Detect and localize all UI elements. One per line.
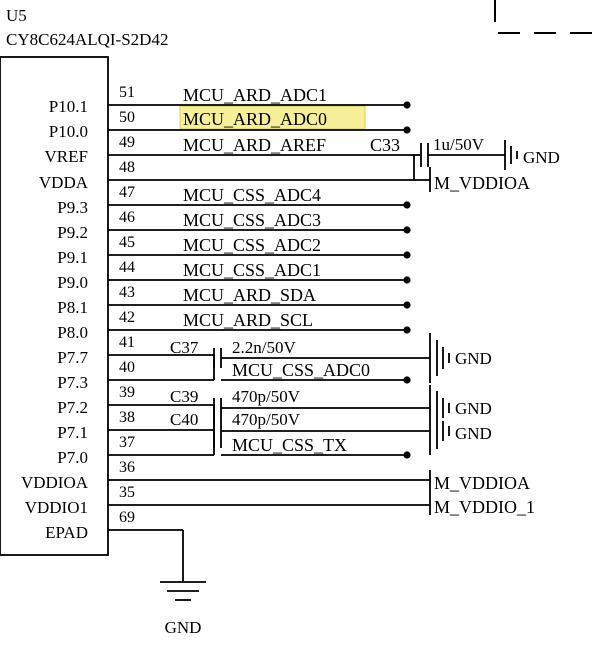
pin-name-p10-0: P10.0	[49, 122, 88, 141]
pin-name-epad: EPAD	[45, 523, 88, 542]
net-label-mcu-css-tx: MCU_CSS_TX	[232, 435, 347, 455]
pin-name-p9-0: P9.0	[57, 273, 88, 292]
net-label-mcu-ard-sda: MCU_ARD_SDA	[183, 285, 316, 305]
pin-name-p9-1: P9.1	[57, 248, 88, 267]
gnd-label-epad: GND	[165, 618, 202, 637]
pin-stubs	[108, 104, 178, 531]
net-label-m-vddioa-top: M_VDDIOA	[434, 173, 530, 193]
gnd-label-c40: GND	[455, 424, 492, 443]
cap-value-c37: 2.2n/50V	[232, 338, 296, 357]
pin-name-vddioa: VDDIOA	[21, 473, 89, 492]
pin-number-39: 39	[119, 384, 135, 401]
pin-number-35: 35	[119, 484, 135, 501]
epad-ground	[160, 529, 206, 601]
cap-ref-c37: C37	[170, 338, 199, 357]
component-designator: U5	[6, 6, 27, 25]
net-junction-dot[interactable]	[403, 276, 411, 284]
pin-number-48: 48	[119, 159, 135, 176]
pin-number-69: 69	[119, 509, 135, 526]
net-wires	[178, 104, 407, 331]
net-junction-dot[interactable]	[403, 301, 411, 309]
pin-number-51: 51	[119, 84, 135, 101]
pin-number-50: 50	[119, 109, 135, 126]
pin-name-p9-3: P9.3	[57, 198, 88, 217]
pin-name-vddio1: VDDIO1	[25, 498, 88, 517]
net-junction-dot[interactable]	[403, 326, 411, 334]
pin-name-p7-2: P7.2	[57, 398, 88, 417]
pin-number-46: 46	[119, 209, 135, 226]
pin-number-38: 38	[119, 409, 135, 426]
net-label-mcu-css-adc2: MCU_CSS_ADC2	[183, 235, 321, 255]
net-label-m-vddioa-bottom: M_VDDIOA	[434, 473, 530, 493]
net-junction-dot[interactable]	[403, 201, 411, 209]
power-nets	[178, 470, 431, 515]
pin-number-42: 42	[119, 309, 135, 326]
net-junction-dot[interactable]	[403, 226, 411, 234]
net-label-mcu-ard-adc1: MCU_ARD_ADC1	[183, 85, 327, 105]
net-highlight	[179, 105, 366, 130]
pin-number-44: 44	[119, 259, 135, 276]
pin-name-p8-0: P8.0	[57, 323, 88, 342]
net-junction-dot[interactable]	[403, 101, 411, 109]
pin-number-36: 36	[119, 459, 135, 476]
pin-name-p7-0: P7.0	[57, 448, 88, 467]
net-label-mcu-css-adc0: MCU_CSS_ADC0	[232, 360, 370, 380]
pin-name-p9-2: P9.2	[57, 223, 88, 242]
pin-name-p10-1: P10.1	[49, 97, 88, 116]
cap-value-c39: 470p/50V	[232, 387, 301, 406]
pin-name-p7-3: P7.3	[57, 373, 88, 392]
component-part-number: CY8C624ALQI-S2D42	[6, 30, 168, 49]
cap-ref-c39: C39	[170, 387, 198, 406]
net-label-mcu-ard-scl: MCU_ARD_SCL	[183, 310, 313, 330]
net-label-mcu-css-adc3: MCU_CSS_ADC3	[183, 210, 321, 230]
gnd-label-c39: GND	[455, 399, 492, 418]
net-junction-dot[interactable]	[403, 126, 411, 134]
pin-number-41: 41	[119, 334, 135, 351]
cap-value-c33: 1u/50V	[433, 135, 485, 154]
pin-name-p7-7: P7.7	[57, 348, 88, 367]
net-label-mcu-css-adc1: MCU_CSS_ADC1	[183, 260, 321, 280]
pin-number-40: 40	[119, 359, 135, 376]
gnd-label-c33: GND	[523, 148, 560, 167]
pin-number-47: 47	[119, 184, 135, 201]
pin-name-p7-1: P7.1	[57, 423, 88, 442]
ic-body[interactable]	[0, 56, 109, 556]
pin-name-vdda: VDDA	[39, 173, 89, 192]
adjacent-sheet-frame	[494, 0, 601, 34]
pin-number-37: 37	[119, 434, 135, 451]
junction-dots	[403, 101, 411, 459]
pin-number-49: 49	[119, 134, 135, 151]
net-label-m-vddio-1: M_VDDIO_1	[434, 497, 535, 517]
cap-ref-c40: C40	[170, 410, 198, 429]
pin-number-45: 45	[119, 234, 135, 251]
c33-circuit	[178, 140, 518, 192]
pin-name-vref: VREF	[45, 147, 88, 166]
cap-ref-c33: C33	[370, 135, 400, 155]
pin-name-p8-1: P8.1	[57, 298, 88, 317]
c39-c40-circuit	[178, 385, 450, 456]
net-label-mcu-css-adc4: MCU_CSS_ADC4	[183, 185, 321, 205]
pin-number-43: 43	[119, 284, 135, 301]
c37-circuit	[178, 333, 450, 383]
net-label-mcu-ard-adc0: MCU_ARD_ADC0	[183, 109, 327, 129]
net-label-mcu-ard-aref: MCU_ARD_AREF	[183, 135, 326, 155]
cap-value-c40: 470p/50V	[232, 410, 301, 429]
gnd-label-c37: GND	[455, 349, 492, 368]
net-junction-dot[interactable]	[403, 251, 411, 259]
